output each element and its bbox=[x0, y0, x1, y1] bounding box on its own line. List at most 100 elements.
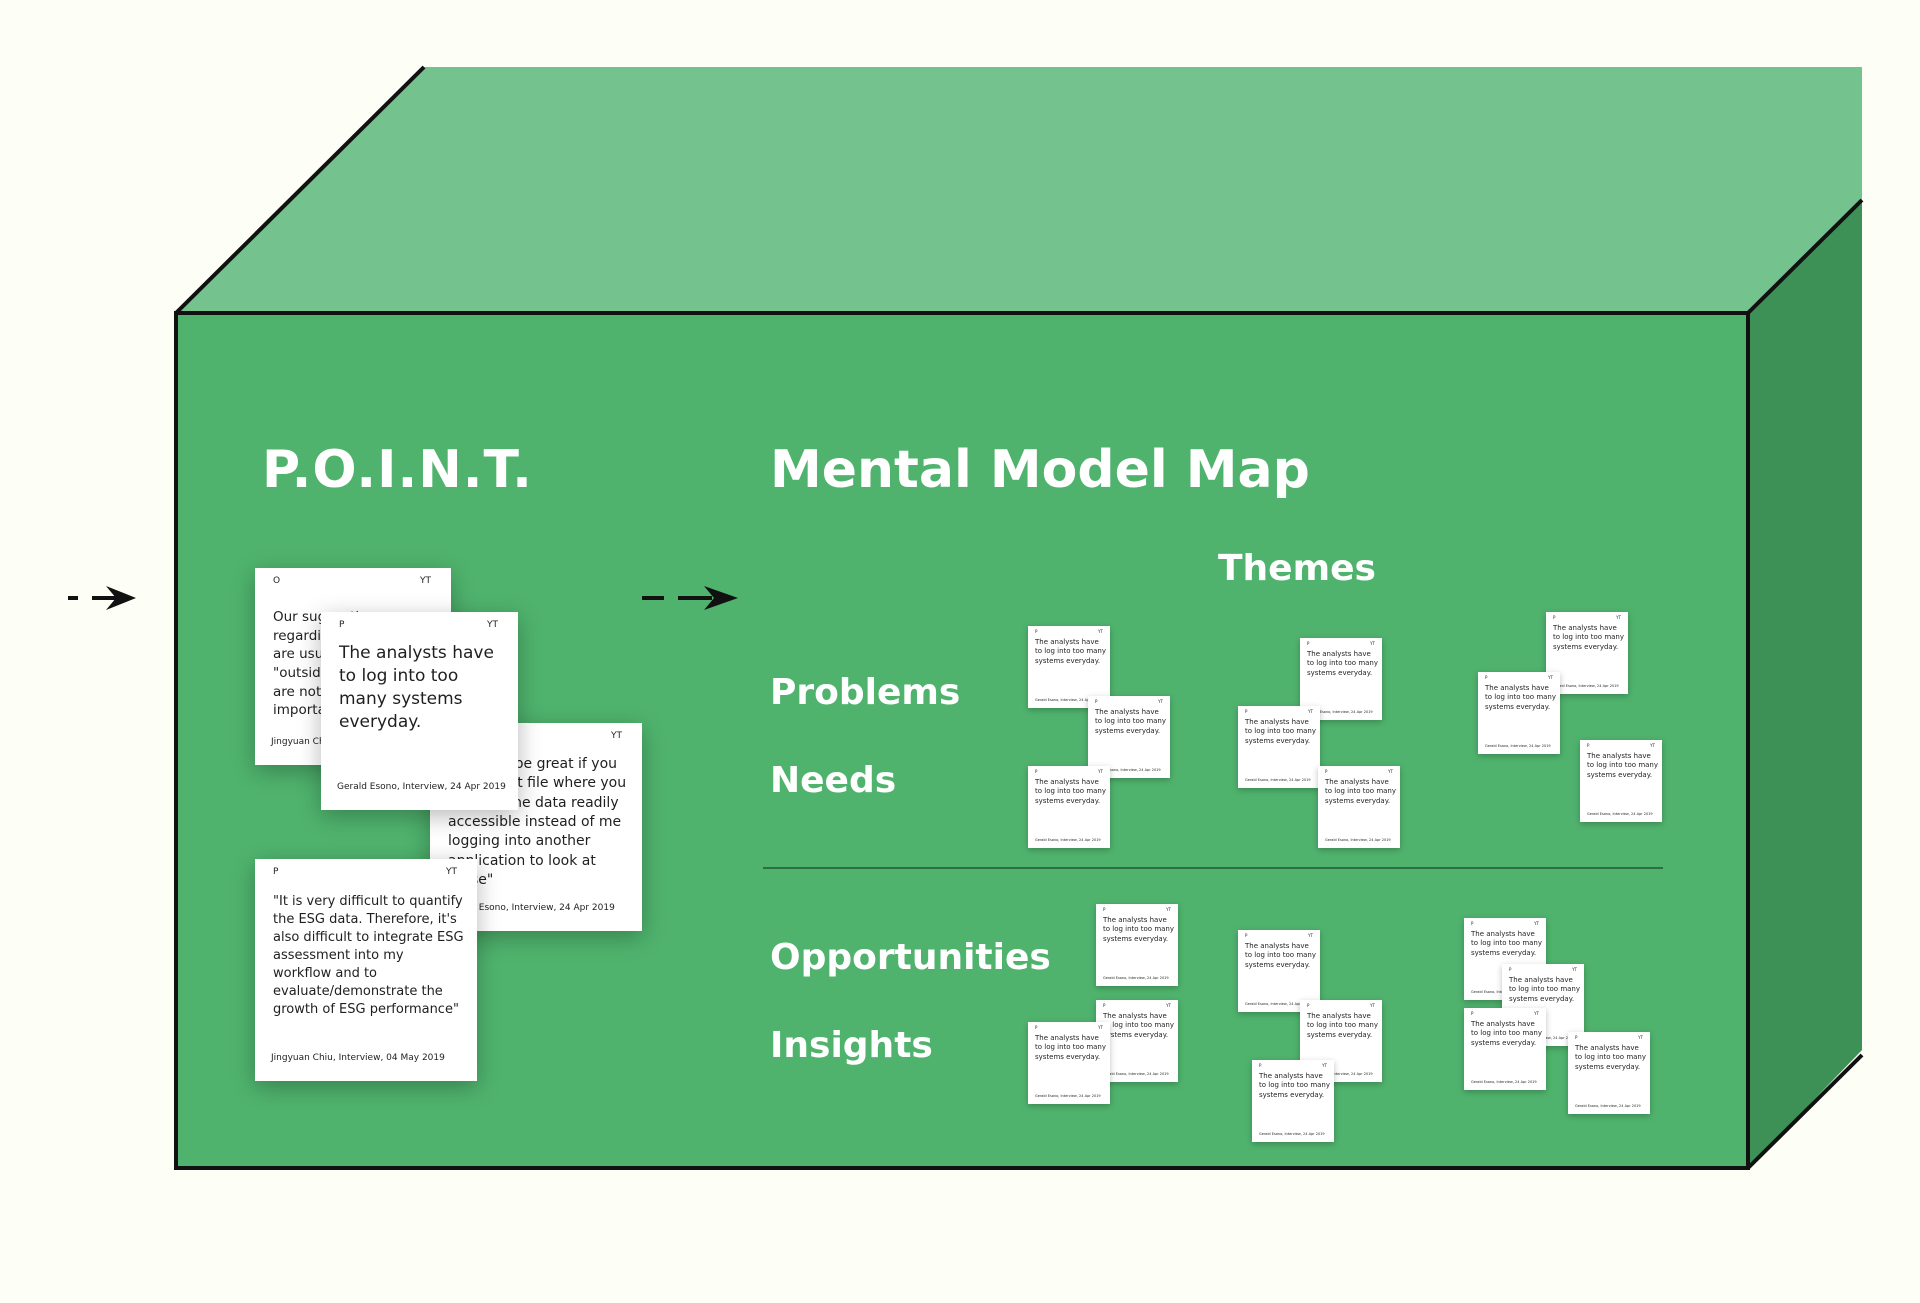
mini-sticky-card: P YT The analysts have to log into too man… bbox=[1088, 696, 1170, 778]
card-footer: Gerald Esono, Interview, 24 Apr 2019 bbox=[1035, 1094, 1101, 1098]
card-text: The analysts have to log into too many s… bbox=[1485, 684, 1557, 711]
card-text: The analysts have to log into too many s… bbox=[1035, 778, 1107, 805]
card-text: The analysts have to log into too many s… bbox=[1245, 942, 1317, 969]
mini-sticky-card: P YT The analysts have to log into too man… bbox=[1568, 1032, 1650, 1114]
card-footer: Gerald Esono, Interview, 24 Apr 2019 bbox=[1485, 744, 1551, 748]
card-initials: YT bbox=[1322, 1063, 1327, 1068]
themes-heading: Themes bbox=[1218, 548, 1376, 589]
card-tag: P bbox=[1485, 675, 1488, 680]
mini-sticky-card: P YT The analysts have to log into too man… bbox=[1028, 626, 1110, 708]
card-initials: YT bbox=[1098, 769, 1103, 774]
card-tag: P bbox=[1325, 769, 1328, 774]
problems-label: Problems bbox=[770, 672, 961, 713]
card-text: "It is very difficult to quantify the ES… bbox=[273, 894, 464, 1017]
opportunities-label: Opportunities bbox=[770, 937, 1051, 978]
card-footer: Gerald Esono, Interview, 24 Apr 2019 bbox=[1259, 1132, 1325, 1136]
card-initials: YT bbox=[487, 620, 498, 630]
card-initials: YT bbox=[1166, 907, 1171, 912]
card-initials: YT bbox=[1370, 641, 1375, 646]
card-initials: YT bbox=[1638, 1035, 1643, 1040]
box-edge-bottom-right bbox=[1746, 1053, 1864, 1170]
card-footer: Gerald Esono, Interview, 24 Apr 2019 bbox=[1587, 812, 1653, 816]
card-footer: Gerald Esono, Interview, 24 Apr 2019 bbox=[1307, 1072, 1373, 1076]
card-tag: O bbox=[273, 576, 281, 586]
card-text: The analysts have to log into too many s… bbox=[1471, 930, 1543, 957]
card-initials: YT bbox=[1166, 1003, 1171, 1008]
card-footer: Gerald Esono, Interview, 24 Apr 2019 bbox=[1245, 778, 1311, 782]
card-text: The analysts have to log into too many s… bbox=[1307, 650, 1379, 677]
point-heading: P.O.I.N.T. bbox=[262, 440, 533, 500]
card-tag: P bbox=[339, 620, 345, 630]
card-tag: P bbox=[1307, 641, 1310, 646]
point-card-esg-quantify: P YT "It is very difficult to quantify t… bbox=[255, 859, 477, 1081]
card-text: The analysts have to log into too many s… bbox=[1307, 1012, 1379, 1039]
card-tag: P bbox=[1471, 1011, 1474, 1016]
card-text: The analysts have to log into too many s… bbox=[1103, 916, 1175, 943]
card-text: The analysts have to log into too many s… bbox=[1095, 708, 1167, 735]
card-footer: Gerald Esono, Interview, 24 Apr 2019 bbox=[337, 782, 506, 792]
card-footer: Gerald Esono, Interview, 24 Apr 2019 bbox=[446, 903, 615, 913]
card-text: The analysts have to log into too many s… bbox=[1553, 624, 1625, 651]
card-tag: P bbox=[1095, 699, 1098, 704]
card-tag: P bbox=[1553, 615, 1556, 620]
box-side-face bbox=[1748, 200, 1862, 1168]
card-initials: YT bbox=[1370, 1003, 1375, 1008]
card-footer: Gerald Esono, Interview, 24 Apr 2019 bbox=[1103, 1072, 1169, 1076]
card-initials: YT bbox=[1534, 1011, 1539, 1016]
card-initials: YT bbox=[1308, 933, 1313, 938]
mini-sticky-card: P YT The analysts have to log into too man… bbox=[1318, 766, 1400, 848]
card-tag: P bbox=[1035, 1025, 1038, 1030]
card-tag: P bbox=[273, 867, 279, 877]
mini-sticky-card: P YT The analysts have to log into too man… bbox=[1464, 1008, 1546, 1090]
mini-sticky-card: P YT The analysts have to log into too man… bbox=[1028, 766, 1110, 848]
card-initials: YT bbox=[1308, 709, 1313, 714]
card-footer: Gerald Esono, Interview, 24 Apr 2019 bbox=[1325, 838, 1391, 842]
card-footer: Gerald Esono, Interview, 24 Apr 2019 bbox=[1103, 976, 1169, 980]
card-initials: YT bbox=[1650, 743, 1655, 748]
card-tag: P bbox=[1259, 1063, 1262, 1068]
box-edge-top-left bbox=[174, 65, 426, 315]
card-footer: Gerald Esono, Interview, 24 Apr 2019 bbox=[1307, 710, 1373, 714]
card-tag: P bbox=[1035, 769, 1038, 774]
card-initials: YT bbox=[1388, 769, 1393, 774]
mini-sticky-card: P YT The analysts have to log into too man… bbox=[1252, 1060, 1334, 1142]
card-initials: YT bbox=[611, 731, 622, 741]
insights-label: Insights bbox=[770, 1025, 933, 1066]
card-initials: YT bbox=[1098, 629, 1103, 634]
card-text: The analysts have to log into too many s… bbox=[1035, 638, 1107, 665]
card-text: The analysts have to log into too many s… bbox=[339, 643, 494, 732]
card-footer: Gerald Esono, Interview, 24 Apr 2019 bbox=[1035, 698, 1101, 702]
card-initials: YT bbox=[420, 576, 431, 586]
card-tag: P bbox=[1245, 709, 1248, 714]
left-dashed-arrow bbox=[68, 586, 136, 610]
card-footer: Gerald Esono, Interview, 24 Apr 2019 bbox=[1471, 1080, 1537, 1084]
card-footer: Gerald Esono, Interview, 24 Apr 2019 bbox=[1575, 1104, 1641, 1108]
card-tag: P bbox=[1103, 1003, 1106, 1008]
card-initials: YT bbox=[446, 867, 457, 877]
card-footer: Jingyuan Chiu, Interview, 04 May 2019 bbox=[271, 1053, 445, 1063]
card-tag: P bbox=[1575, 1035, 1578, 1040]
card-text: The analysts have to log into too many s… bbox=[1259, 1072, 1331, 1099]
middle-dashed-arrow bbox=[642, 586, 738, 610]
card-tag: P bbox=[1509, 967, 1512, 972]
card-text: The analysts have to log into too many s… bbox=[1509, 976, 1581, 1003]
mini-sticky-card: P YT The analysts have to log into too man… bbox=[1096, 904, 1178, 986]
card-text: The analysts have to log into too many s… bbox=[1575, 1044, 1647, 1071]
box-edge-top-right bbox=[1746, 198, 1864, 315]
card-tag: P bbox=[1103, 907, 1106, 912]
card-footer: Gerald Esono, Interview, 24 Apr 2019 bbox=[1245, 1002, 1311, 1006]
card-footer: Gerald Esono, Interview, 24 Apr 2019 bbox=[1095, 768, 1161, 772]
needs-label: Needs bbox=[770, 760, 897, 801]
card-initials: YT bbox=[1098, 1025, 1103, 1030]
card-text: The analysts have to log into too many s… bbox=[1471, 1020, 1543, 1047]
box-top-face bbox=[176, 67, 1862, 313]
mental-model-map-heading: Mental Model Map bbox=[770, 440, 1310, 500]
card-tag: P bbox=[1035, 629, 1038, 634]
card-text: The analysts have to log into too many s… bbox=[1325, 778, 1397, 805]
card-tag: P bbox=[1245, 933, 1248, 938]
card-initials: YT bbox=[1534, 921, 1539, 926]
